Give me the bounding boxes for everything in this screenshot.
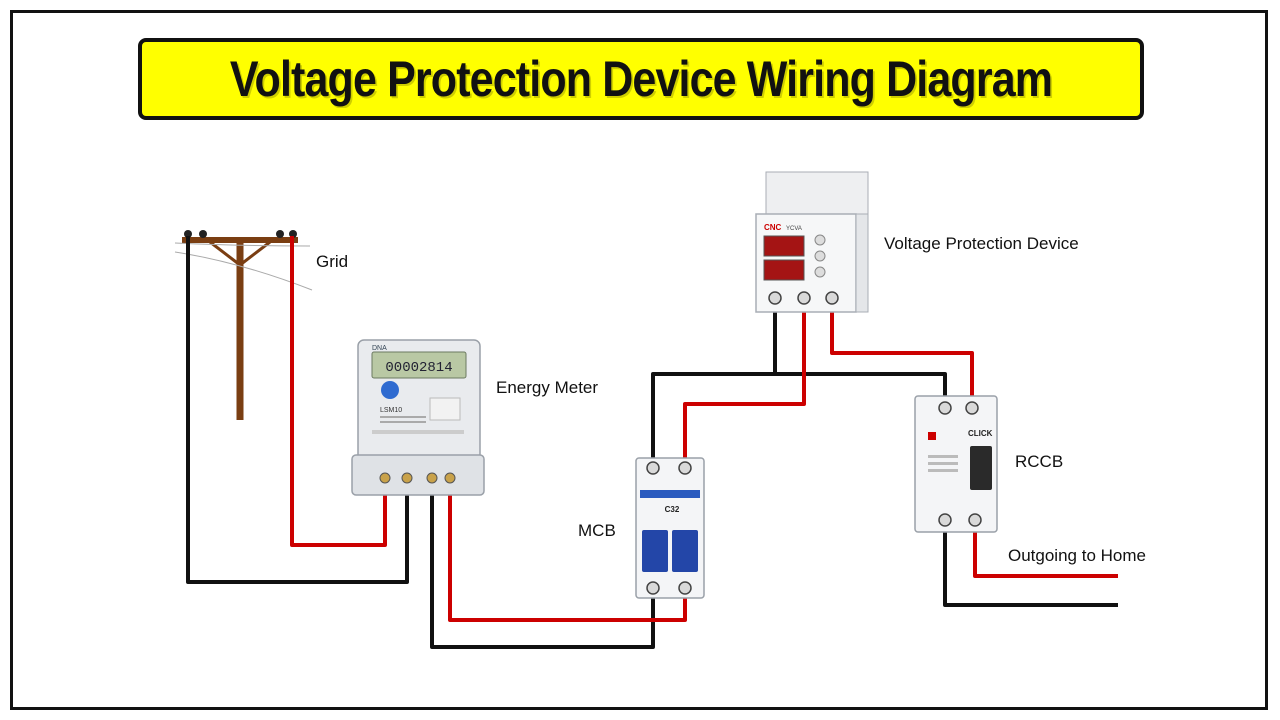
outgoing-label: Outgoing to Home — [1008, 546, 1146, 565]
meter-model: LSM10 — [380, 407, 402, 414]
rccb-label: RCCB — [1015, 452, 1064, 471]
mcb-label: MCB — [578, 521, 616, 540]
meter-reading: 00002814 — [385, 360, 452, 376]
meter-brand: DNA — [372, 345, 387, 352]
vpd-brand: CNC — [764, 223, 782, 232]
vpd-model: YCVA — [786, 226, 802, 232]
mcb-breaker: C32 — [635, 457, 705, 599]
energy-meter: 00002814 DNA LSM10 — [351, 339, 485, 496]
rccb-breaker: CLICK — [914, 395, 998, 533]
live-wires — [290, 236, 1118, 622]
voltage-protection-device: CNC YCVA — [755, 171, 869, 313]
rccb-brand: CLICK — [968, 429, 993, 438]
mcb-rating: C32 — [665, 505, 680, 514]
page-title: Voltage Protection Device Wiring Diagram — [229, 51, 1053, 107]
grid-label: Grid — [316, 252, 349, 271]
vpd-label: Voltage Protection Device — [884, 234, 1079, 253]
energy-meter-label: Energy Meter — [496, 378, 599, 397]
title-banner: Voltage Protection Device Wiring Diagram — [138, 38, 1144, 120]
utility-pole — [174, 230, 313, 420]
